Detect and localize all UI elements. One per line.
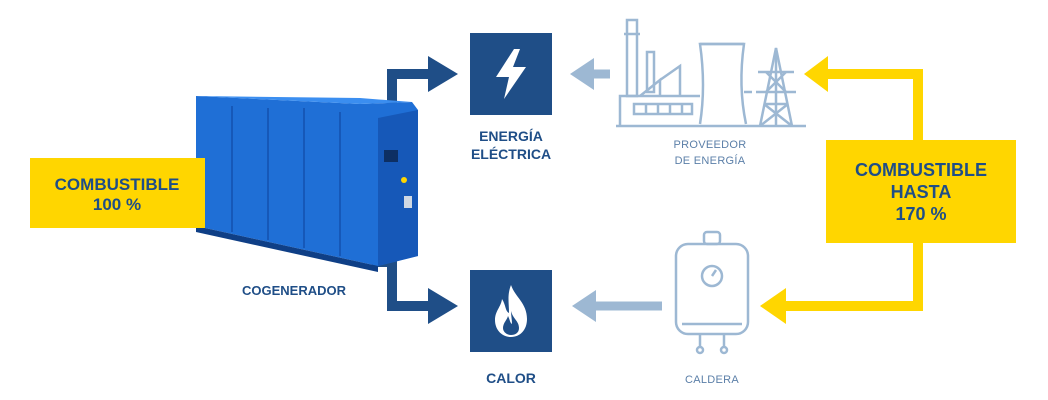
boiler-icon: [674, 230, 750, 355]
fuel-conventional-line3: 170 %: [895, 204, 947, 224]
electric-energy-label-1: ENERGÍA: [479, 128, 543, 144]
flame-icon: [495, 285, 527, 337]
supplier-label-2: DE ENERGÍA: [674, 155, 746, 167]
electric-arrowhead: [428, 56, 458, 92]
supplier-arrowhead: [570, 58, 594, 90]
fuel-input-line1: COMBUSTIBLE: [54, 175, 180, 194]
fuel-route-line: [780, 69, 923, 311]
fuel-input-line2: 100 %: [92, 195, 142, 214]
fuel-to-supplier-arrowhead: [804, 56, 828, 92]
supplier-label-1: PROVEEDOR: [673, 139, 747, 151]
heat-tile: [470, 270, 552, 352]
fuel-to-boiler-arrowhead: [760, 288, 786, 324]
lightning-bolt-icon: [496, 49, 526, 99]
power-plant-icon: [616, 18, 806, 128]
cogenerator-label: COGENERADOR: [241, 283, 346, 298]
electric-energy-tile: [470, 33, 552, 115]
boiler-label: CALDERA: [684, 374, 740, 386]
fuel-conventional-line2: HASTA: [890, 182, 952, 202]
electric-energy-label-2: ELÉCTRICA: [470, 146, 552, 162]
fuel-conventional-line1: COMBUSTIBLE: [855, 160, 987, 180]
heat-arrowhead: [428, 288, 458, 324]
fuel-input-box: COMBUSTIBLE 100 %: [30, 158, 205, 228]
heat-label: CALOR: [486, 370, 536, 386]
fuel-conventional-box: COMBUSTIBLE HASTA 170 %: [826, 140, 1016, 243]
cogenerator-to-heat-arrow: [372, 257, 432, 311]
boiler-arrowhead: [572, 290, 596, 322]
cogenerator-machine: [196, 96, 418, 272]
